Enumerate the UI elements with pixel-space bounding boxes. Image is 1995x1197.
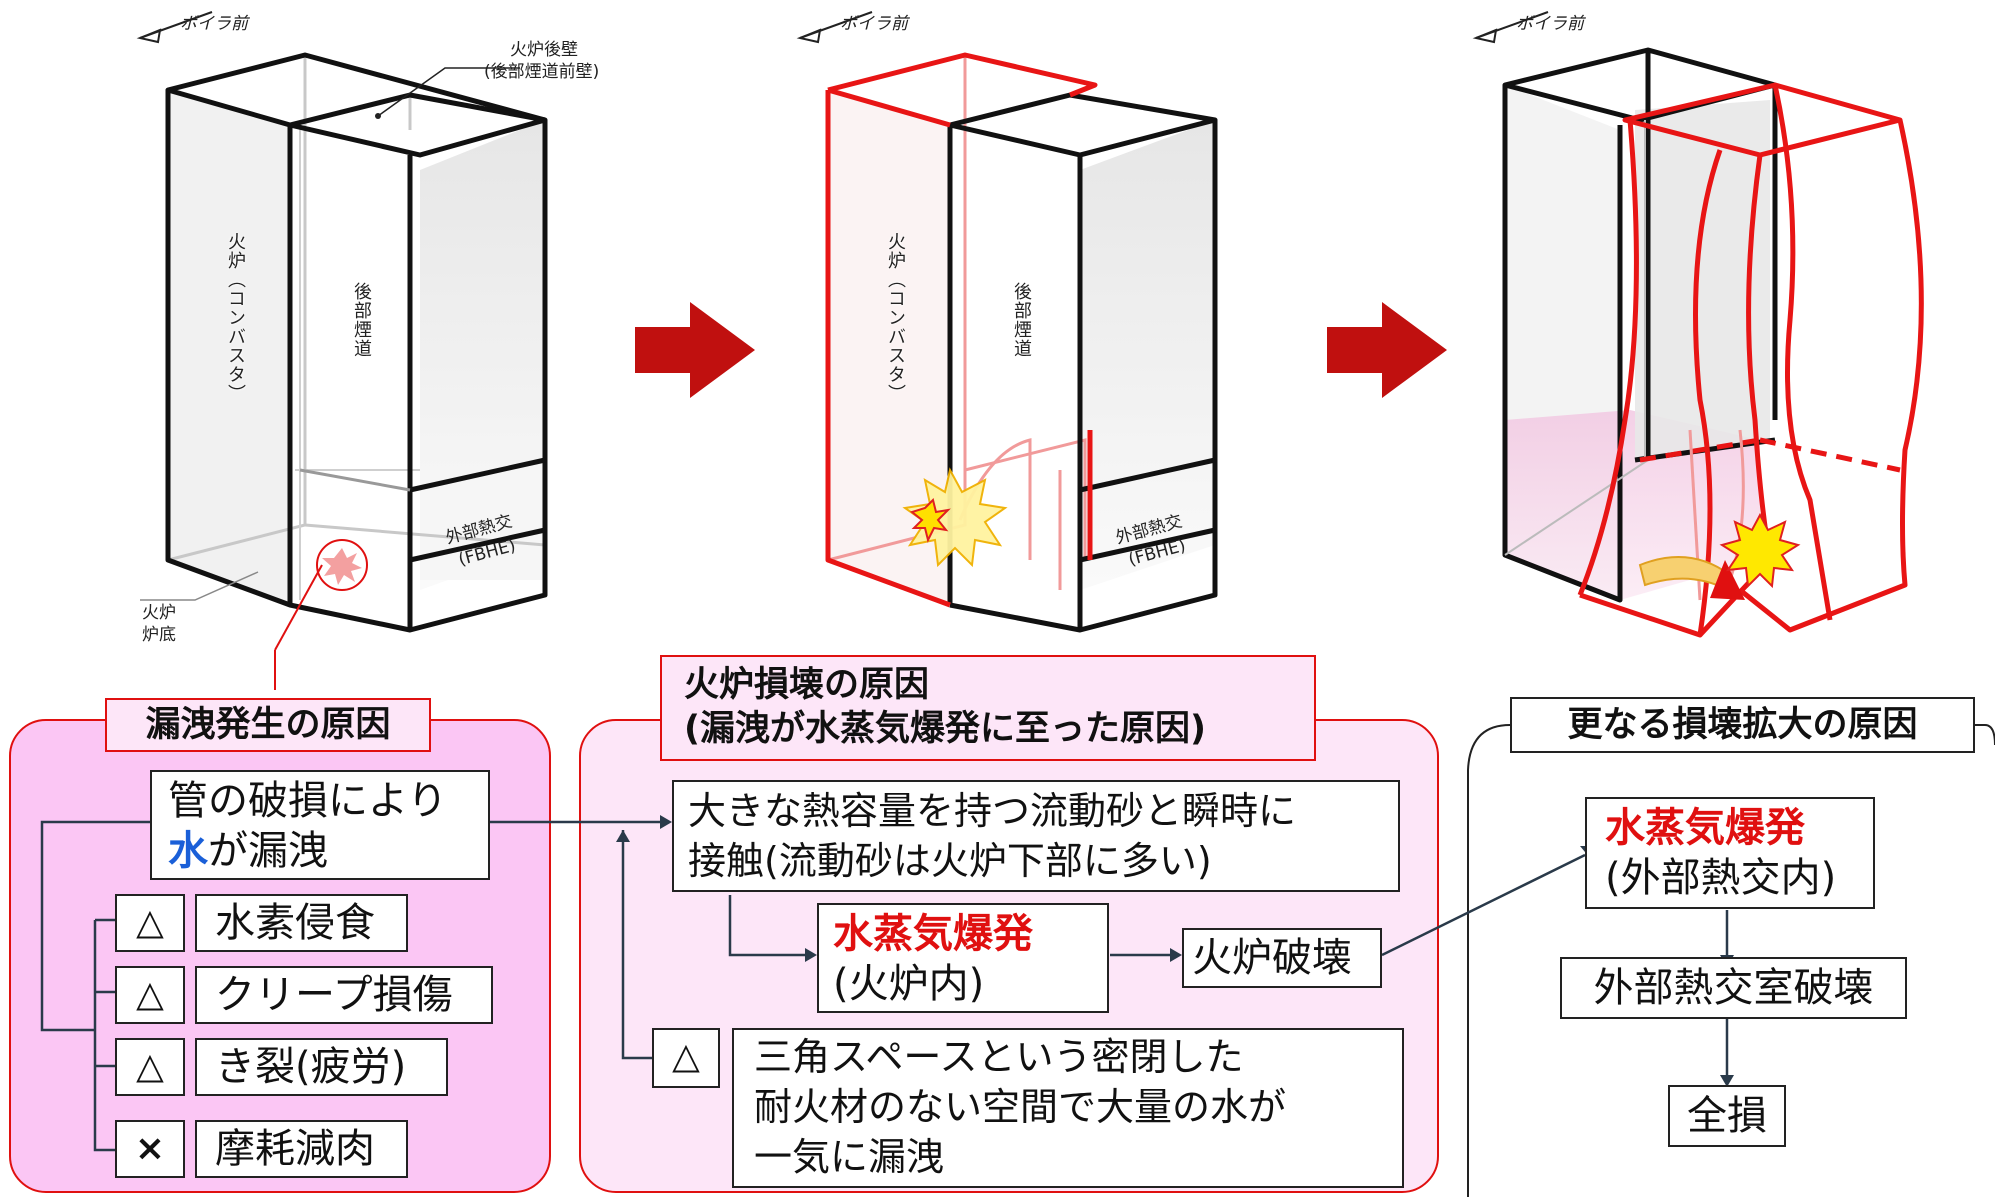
step-arrow-2 [1327, 302, 1447, 398]
furnace-explosion-sub: (火炉内) [833, 961, 985, 1007]
space-mark: △ [652, 1028, 720, 1088]
figure-2-boiler [796, 11, 1218, 633]
pipe-break-box: 管の破損により 水が漏洩 [150, 770, 490, 880]
furnace-break-box: 火炉破壊 [1182, 928, 1382, 988]
rear-wall-label-line1: 火炉後壁 [510, 40, 578, 60]
pipe-break-line2-rest: が漏洩 [208, 828, 328, 874]
furnace-floor-label-line1: 火炉 [142, 603, 176, 623]
figure-1-boiler [136, 11, 548, 690]
fbhe-explosion-sub: (外部熱交内) [1605, 855, 1837, 901]
pipe-break-line1: 管の破損により [168, 778, 448, 824]
figure-1-leak-burst [316, 539, 368, 591]
flow-connectors [40, 820, 1729, 1152]
triangle-space-box: 三角スペースという密閉した 耐火材のない空間で大量の水が 一気に漏洩 [732, 1028, 1404, 1188]
panel-3-title: 更なる損壊拡大の原因 [1510, 697, 1975, 753]
fbhe-room-break-box: 外部熱交室破壊 [1560, 957, 1907, 1019]
sand-contact-box: 大きな熱容量を持つ流動砂と瞬時に 接触(流動砂は火炉下部に多い) [672, 780, 1400, 892]
furnace-explosion-title: 水蒸気爆発 [833, 911, 1033, 957]
fig3-boiler-front-label: ボイラ前 [1516, 14, 1584, 34]
cause-4-mark: × [115, 1120, 185, 1178]
cause-1-mark: △ [115, 894, 185, 952]
cause-1-label: 水素侵食 [195, 894, 408, 952]
sand-contact-line1: 大きな熱容量を持つ流動砂と瞬時に [688, 789, 1297, 833]
panel-2-title-line1: 火炉損壊の原因 [684, 665, 930, 705]
fig2-furnace-label: 火炉（コンバスタ） [885, 232, 906, 403]
space-line1: 三角スペースという密閉した [754, 1035, 1244, 1079]
figure-3-explosion-burst [1719, 512, 1801, 589]
fig1-furnace-label: 火炉（コンバスタ） [225, 232, 246, 403]
figure-3-boiler [1472, 11, 1924, 638]
total-loss-box: 全損 [1668, 1085, 1786, 1147]
space-line2: 耐火材のない空間で大量の水が [754, 1085, 1287, 1129]
fig1-boiler-front-label: ボイラ前 [180, 14, 248, 34]
cause-3-label: き裂(疲労) [195, 1038, 448, 1096]
fbhe-explosion-title: 水蒸気爆発 [1605, 805, 1805, 851]
cause-4-label: 摩耗減肉 [195, 1120, 408, 1178]
rear-wall-label-line2: (後部煙道前壁) [484, 62, 600, 82]
panel-2-title-line2: (漏洩が水蒸気爆発に至った原因) [684, 709, 1206, 749]
water-highlight: 水 [168, 828, 208, 874]
fbhe-explosion-box: 水蒸気爆発 (外部熱交内) [1585, 797, 1875, 909]
fig2-boiler-front-label: ボイラ前 [840, 14, 908, 34]
panel-2-title: 火炉損壊の原因 (漏洩が水蒸気爆発に至った原因) [660, 655, 1316, 761]
cause-2-label: クリープ損傷 [195, 966, 493, 1024]
furnace-explosion-box: 水蒸気爆発 (火炉内) [817, 903, 1109, 1013]
panel-1-title: 漏洩発生の原因 [105, 698, 431, 752]
fig2-rear-pass-label: 後部煙道 [1011, 282, 1032, 358]
sand-contact-line2: 接触(流動砂は火炉下部に多い) [688, 839, 1212, 883]
fig1-rear-pass-label: 後部煙道 [351, 282, 372, 358]
cause-3-mark: △ [115, 1038, 185, 1096]
space-line3: 一気に漏洩 [754, 1135, 945, 1179]
cause-2-mark: △ [115, 966, 185, 1024]
furnace-floor-label-line2: 炉底 [142, 625, 176, 645]
step-arrow-1 [635, 302, 755, 398]
pipe-break-line2: 水が漏洩 [168, 826, 472, 876]
figure-2-explosion-burst [902, 467, 1008, 568]
